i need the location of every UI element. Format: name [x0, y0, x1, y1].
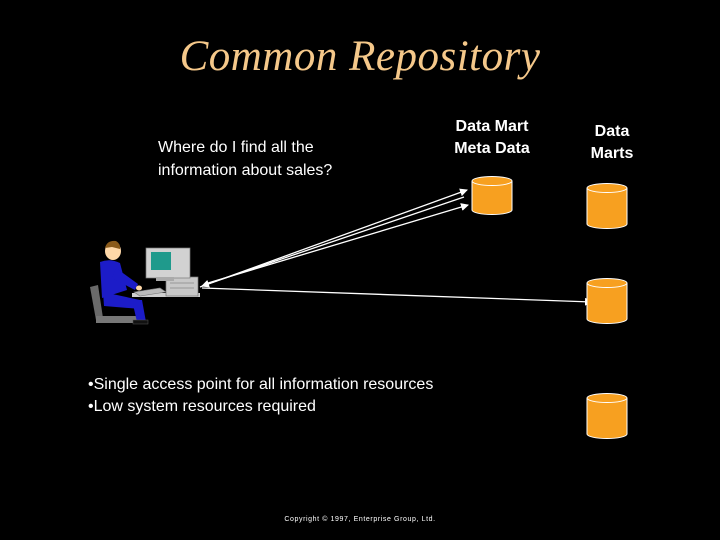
bullet-list: •Single access point for all information…	[88, 374, 433, 418]
bullet-item: •Single access point for all information…	[88, 376, 434, 393]
data-marts-label-line2: Marts	[590, 145, 634, 162]
slide-title: Common Repository	[179, 33, 541, 80]
data-mart-database-icon	[586, 183, 628, 229]
copyright-text: Copyright © 1997, Enterprise Group, Ltd.	[284, 516, 436, 523]
connector-user-to-mart	[201, 287, 593, 306]
data-marts-label: Data Marts	[576, 121, 648, 165]
data-mart-database-icon	[586, 393, 628, 439]
meta-data-label-line1: Data Mart	[455, 118, 529, 135]
meta-data-label: Data Mart Meta Data	[440, 116, 544, 160]
connector-user-to-meta	[199, 188, 469, 288]
question-text: Where do I find all the information abou…	[158, 139, 333, 179]
data-marts-label-line1: Data	[594, 123, 630, 140]
meta-data-label-line2: Meta Data	[454, 140, 530, 157]
bullet-item: •Low system resources required	[88, 398, 316, 415]
user-at-computer-icon	[90, 240, 200, 325]
data-mart-database-icon	[586, 278, 628, 324]
meta-data-database-icon	[471, 176, 513, 215]
